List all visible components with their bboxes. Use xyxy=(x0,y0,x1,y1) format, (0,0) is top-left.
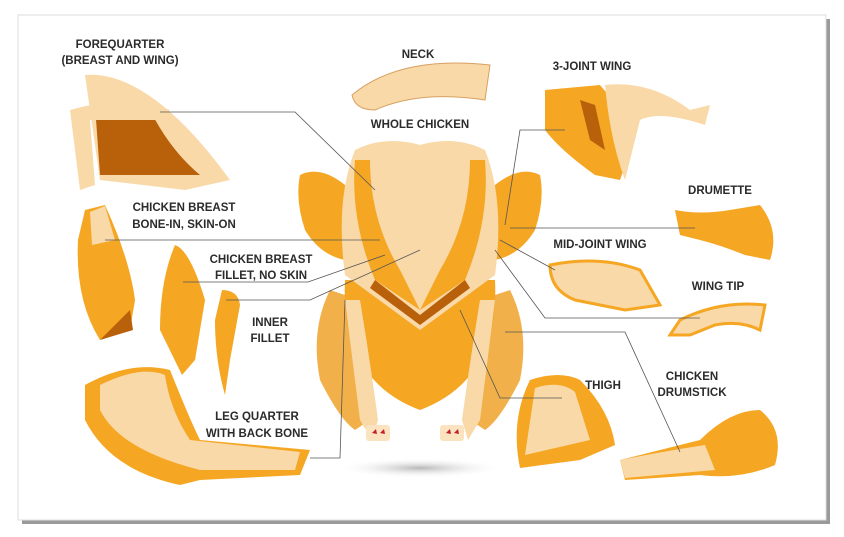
thigh-highlight xyxy=(525,384,590,455)
label-forequarter: FOREQUARTER(BREAST AND WING) xyxy=(61,39,178,67)
leg-quarter-illustration xyxy=(85,367,310,485)
breast-fillet-illustration xyxy=(160,245,205,375)
neck-illustration xyxy=(351,62,491,111)
label-neck: NECK xyxy=(402,49,435,61)
drumstick-illustration xyxy=(620,410,778,480)
label-thigh: THIGH xyxy=(585,380,621,392)
forequarter-illustration xyxy=(70,74,230,190)
whole-chicken-illustration xyxy=(298,141,542,478)
wing-tip-illustration xyxy=(667,302,767,337)
drumette-illustration xyxy=(675,205,774,260)
label-mid-joint-wing: MID-JOINT WING xyxy=(553,239,646,251)
label-whole-chicken: WHOLE CHICKEN xyxy=(371,119,469,131)
mid-joint-wing-illustration xyxy=(548,259,663,312)
leader-lines xyxy=(105,111,700,459)
breast-bone-in-illustration xyxy=(77,205,135,340)
label-drumette: DRUMETTE xyxy=(688,185,752,197)
three-joint-wing-illustration xyxy=(545,84,710,180)
label-wing-tip: WING TIP xyxy=(692,281,745,293)
inner-fillet-illustration xyxy=(215,290,240,395)
label-3-joint-wing: 3-JOINT WING xyxy=(553,61,632,73)
